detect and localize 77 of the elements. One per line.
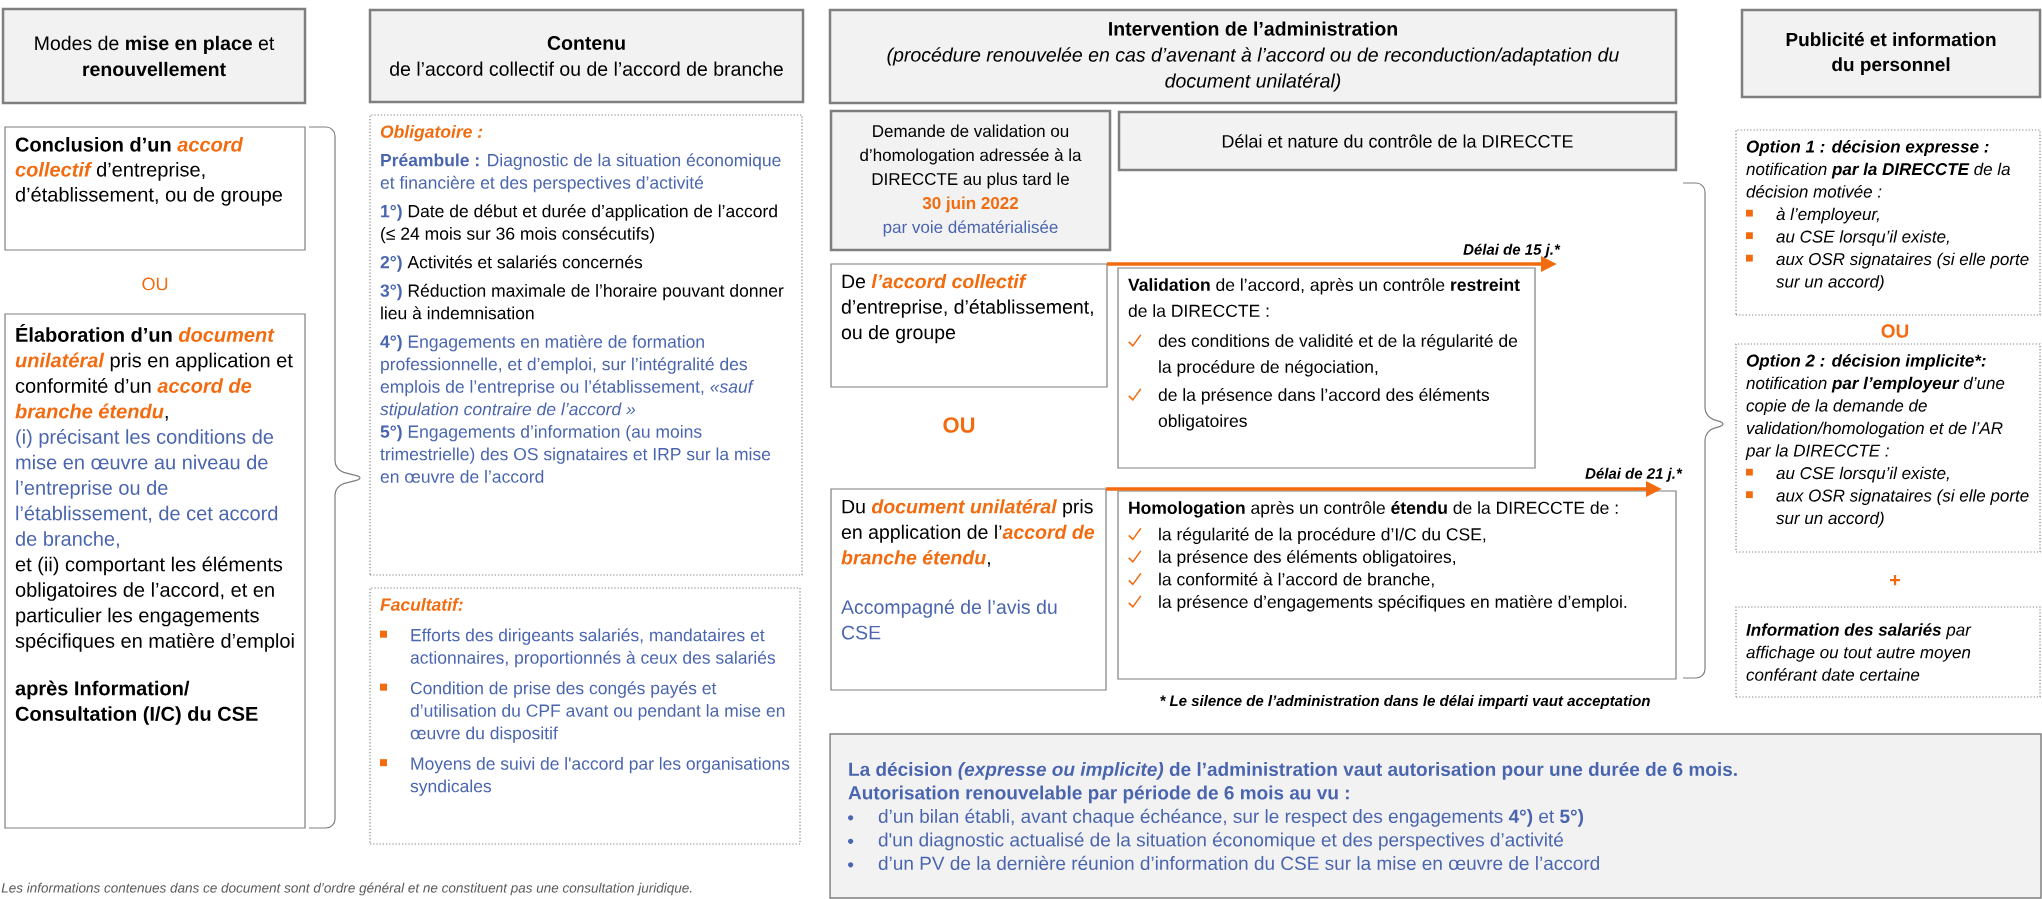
heading: Option 1 : décision expresse : (1746, 140, 1989, 156)
paragraph: et (ii) comportant les éléments obligatoires de l’accord, et en particulier les engagements spécifiques en matière d’emploi (15, 556, 294, 652)
paragraph: Du document unilatéral pris en application de l’accord de branche étendu, (841, 499, 1095, 567)
dotted-box (1735, 606, 2041, 698)
paragraph: notification par la DIRECCTE de la décision motivée : (1746, 162, 2010, 198)
text-box (4, 313, 306, 829)
heading: Délai et nature du contrôle de la DIRECCTE (1222, 134, 1573, 148)
list-item: d’un PV de la dernière réunion d’information du CSE sur la mise en œuvre de l’accord (878, 855, 1599, 871)
paragraph: 4°) Engagements en matière de formation professionnelle, et d’emploi, sur l’intégralité des emplois de l’entreprise ou l’établissement, «sauf stipulation contraire de l’accord » (380, 334, 755, 419)
or-text: OU (943, 417, 975, 433)
header-box (828, 8, 1678, 105)
heading: Facultatif: (380, 598, 463, 611)
paragraph: 2°) Activités et salariés concernés (380, 255, 643, 272)
list-item: la conformité à l’accord de branche, (1159, 572, 1434, 588)
list-item: Efforts des dirigeants salariés, mandataires et actionnaires, proportionnés à ceux des salariés (410, 628, 776, 668)
text-box (830, 488, 1107, 691)
paragraph: 1°) Date de début et durée d’application de l’accord (≤ 24 mois sur 36 mois consécutifs) (381, 204, 777, 244)
paragraph: La décision (expresse ou implicite) de l’administration vaut autorisation pour une durée de 6 mois. (849, 761, 1737, 780)
heading: Obligatoire : (380, 125, 483, 142)
paragraph: 5°) Engagements d’information (au moins trimestrielle) des OS signataires et IRP sur la mise en œuvre de l’accord (380, 425, 771, 483)
paragraph: Autorisation renouvelable par période de 6 mois au vu : (848, 785, 1349, 804)
paragraph: (i) précisant les conditions de mise en œuvre au niveau de l’entreprise ou de l’établissement, de cet accord de branche, (15, 429, 278, 549)
paragraph: Information des salariés par affichage ou tout autre moyen conférant date certaine (1746, 623, 1972, 681)
list-item: à l’employeur, (1776, 207, 1879, 224)
text-box (830, 263, 1108, 388)
list-item: d'un diagnostic actualisé de la situation économique et des perspectives d’activité (878, 832, 1563, 851)
disclaimer: Les informations contenues dans ce document sont d’ordre général et ne constituent pas une consultation juridique. (1, 882, 692, 896)
header-box (1117, 110, 1678, 172)
list-item: la présence d’engagements spécifiques en matière d’emploi. (1159, 595, 1627, 612)
dotted-box (369, 587, 801, 845)
dotted-box (1735, 343, 2041, 553)
plus-sign: + (1890, 575, 1901, 586)
dotted-box (369, 114, 803, 576)
dotted-box (1735, 129, 2041, 316)
paragraph: Conclusion d’un accord collectif d’entreprise, d’établissement, ou de groupe (15, 137, 282, 206)
paragraph: Élaboration d’un document unilatéral pris en application et conformité d’un accord de branche étendu, (15, 324, 293, 421)
header-box (1740, 8, 2042, 99)
paragraph: par voie dématérialisée (883, 220, 1058, 237)
paragraph: De l’accord collectif d’entreprise, d’établissement, ou de groupe (841, 274, 1093, 344)
heading: Modes de mise en place et renouvellement (35, 35, 275, 77)
heading: Intervention de l’administration (1109, 21, 1397, 36)
header-box (368, 8, 805, 104)
subheading: (procédure renouvelée en cas d’avenant à l’accord ou de reconduction/adaptation du document unilatéral) (887, 47, 1619, 92)
footnote: * Le silence de l’administration dans le délai imparti vaut acceptation (1160, 694, 1650, 710)
text-box (4, 126, 306, 251)
list-item: la présence des éléments obligatoires, (1159, 550, 1455, 567)
edge-label: Délai de 15 j.* (1463, 243, 1561, 258)
list-item: la régularité de la procédure d’I/C du CSE, (1159, 527, 1486, 544)
list-item: Moyens de suivi de l'accord par les organisations syndicales (410, 757, 790, 796)
paragraph: Accompagné de l’avis du CSE (841, 599, 1057, 640)
list-item: d’un bilan établi, avant chaque échéance, sur le respect des engagements 4°) et 5°) (878, 808, 1584, 827)
paragraph: Validation de l’accord, après un contrôle restreint de la DIRECCTE : (1128, 278, 1520, 318)
text-box (1117, 267, 1536, 469)
paragraph: Demande de validation ou d’homologation adressée à la DIRECCTE au plus tard le (860, 124, 1082, 189)
header-box (1, 7, 307, 105)
heading: Contenu (547, 36, 625, 50)
paragraph: 3°) Réduction maximale de l’horaire pouvant donner lieu à indemnisation (380, 283, 784, 320)
edge-label: Délai de 21 j.* (1585, 467, 1683, 482)
or-text: OU (142, 277, 168, 291)
list-item: de la présence dans l’accord des éléments obligatoires (1158, 388, 1489, 431)
or-text: OU (1881, 324, 1909, 338)
paragraph: après Information/ Consultation (I/C) du CSE (15, 680, 258, 725)
paragraph: Préambule : Diagnostic de la situation économique et financière et des perspectives d’activité (380, 153, 781, 193)
list-item: Condition de prise des congés payés et d’utilisation du CPF avant ou pendant la mise en œuvre du dispositif (410, 681, 785, 743)
summary-box (829, 733, 2042, 899)
header-box (829, 109, 1112, 252)
heading: Option 2 : décision implicite*: (1746, 354, 1986, 370)
paragraph: notification par l’employeur d’une copie de la demande de validation/homologation et de l’AR par la DIRECCTE : (1745, 376, 2005, 460)
list-item: aux OSR signataires (si elle porte sur un accord) (1776, 489, 2029, 528)
date-text: 30 juin 2022 (922, 196, 1018, 213)
list-item: au CSE lorsqu’il existe, (1776, 466, 1949, 483)
heading: Publicité et information du personnel (1786, 32, 1996, 75)
list-item: aux OSR signataires (si elle porte sur un accord) (1776, 252, 2029, 291)
paragraph: Homologation après un contrôle étendu de la DIRECCTE de : (1129, 501, 1618, 518)
text-box (1117, 490, 1677, 680)
subheading: de l’accord collectif ou de l’accord de branche (390, 61, 783, 76)
list-item: au CSE lorsqu’il existe, (1776, 230, 1949, 246)
